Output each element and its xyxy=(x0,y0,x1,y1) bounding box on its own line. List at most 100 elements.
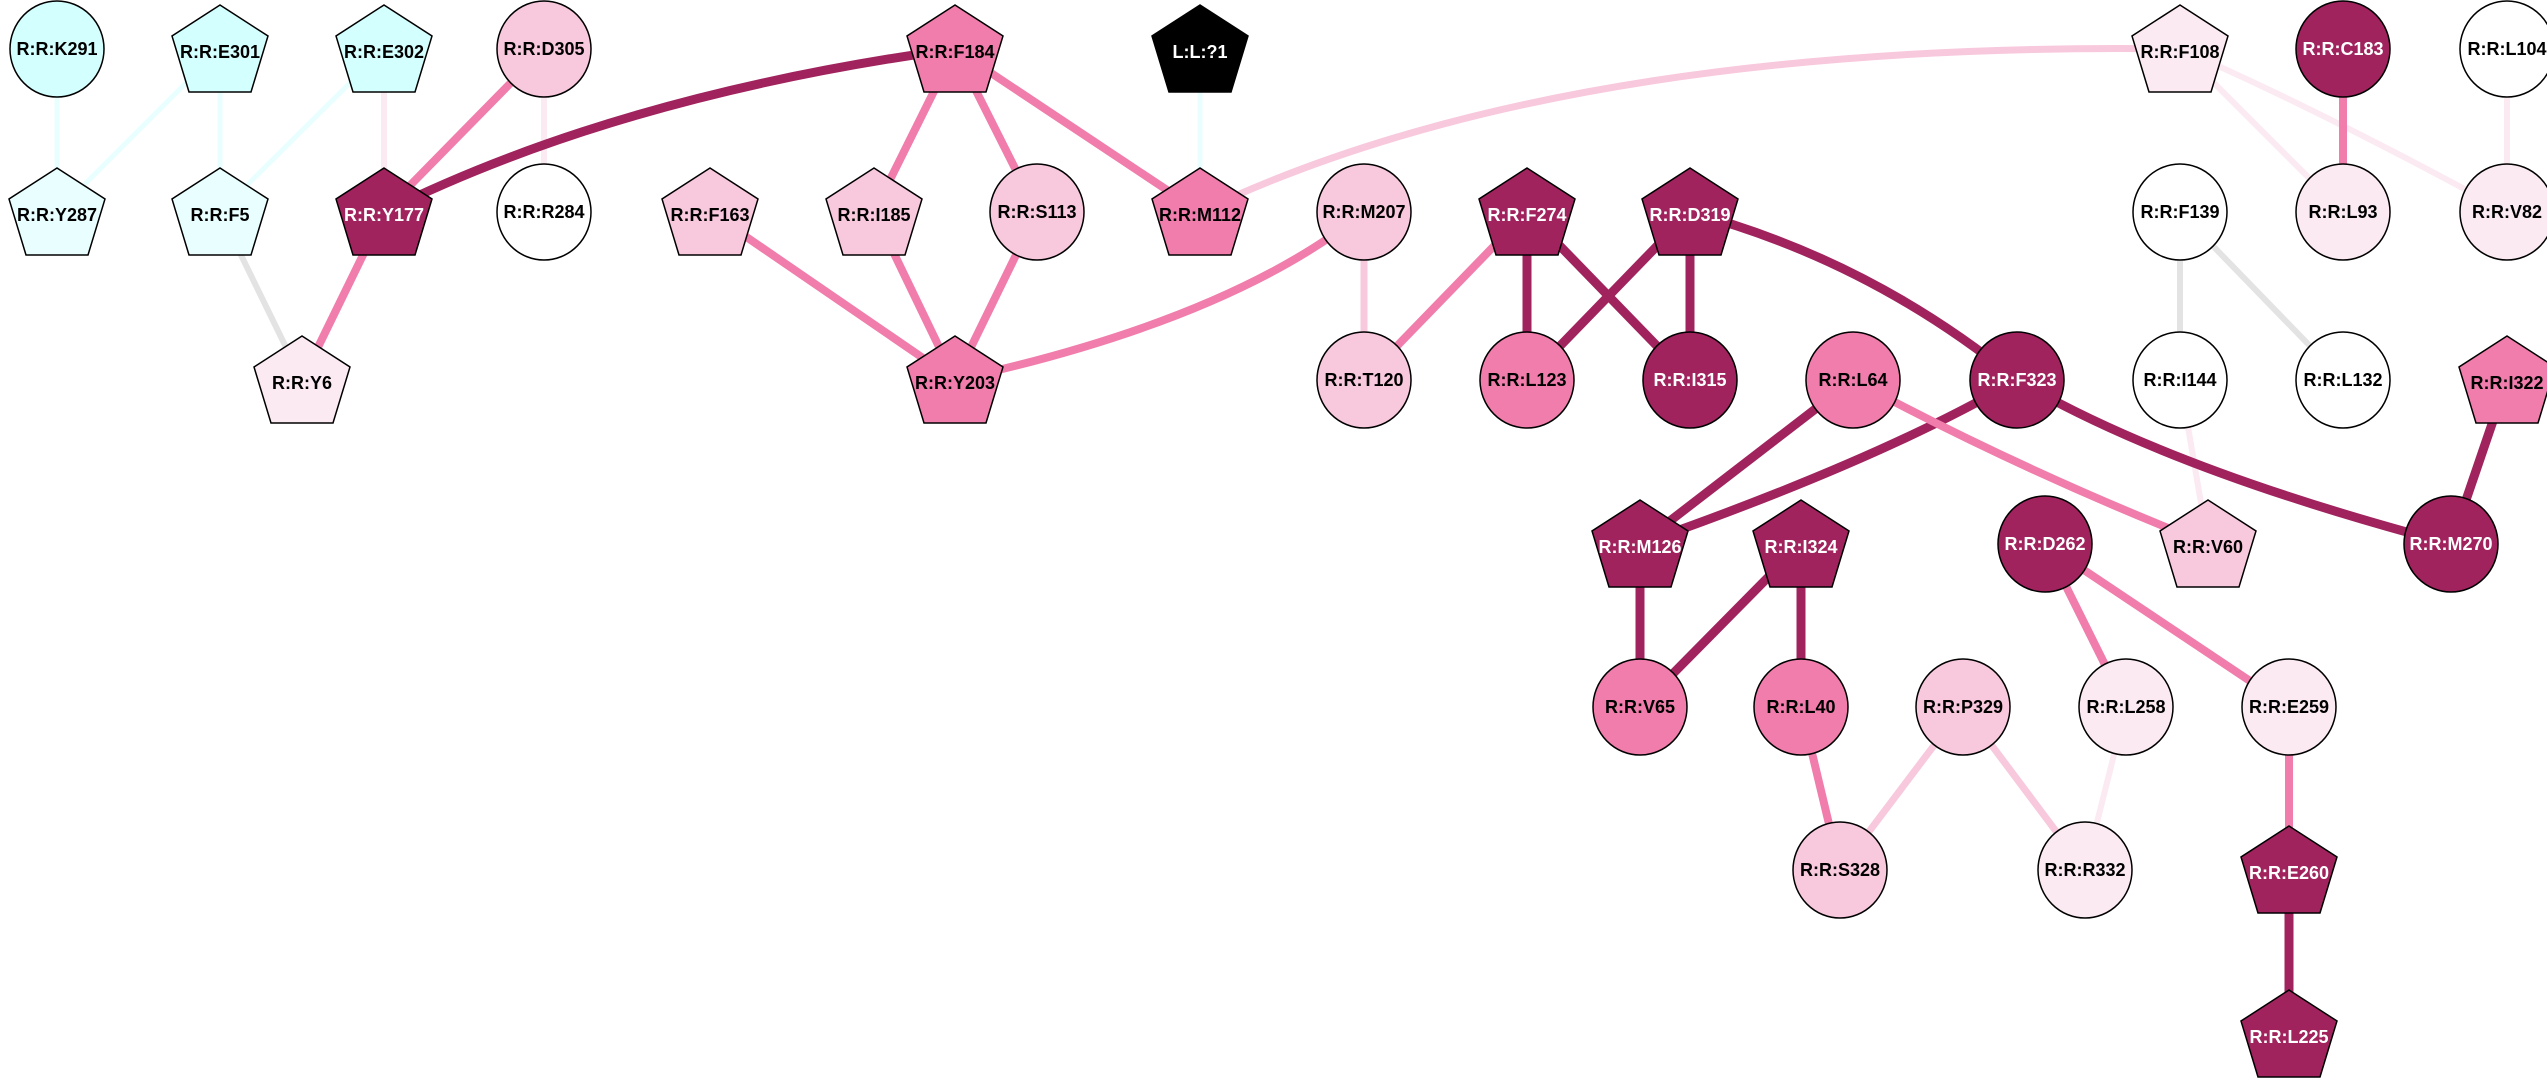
edge-d319-f323 xyxy=(1688,207,2020,384)
node-e301[interactable]: R:R:E301 xyxy=(171,4,269,93)
ellipse-node-shape xyxy=(1969,331,2065,429)
node-k291[interactable]: R:R:K291 xyxy=(9,0,105,98)
node-i315[interactable]: R:R:I315 xyxy=(1642,331,1738,429)
ellipse-node-shape xyxy=(496,0,592,98)
pentagon-node-shape xyxy=(2458,335,2547,424)
edge-f108-m112 xyxy=(1198,45,2181,216)
node-f139[interactable]: R:R:F139 xyxy=(2132,163,2228,261)
pentagon-node-shape xyxy=(2240,825,2338,914)
node-d262[interactable]: R:R:D262 xyxy=(1997,495,2093,593)
pentagon-node-shape xyxy=(171,4,269,93)
node-s113[interactable]: R:R:S113 xyxy=(989,163,1085,261)
pentagon-node-shape xyxy=(1151,4,1249,93)
node-f163[interactable]: R:R:F163 xyxy=(661,167,759,256)
node-s328[interactable]: R:R:S328 xyxy=(1792,821,1888,919)
ellipse-node-shape xyxy=(9,0,105,98)
node-l93[interactable]: R:R:L93 xyxy=(2295,163,2391,261)
pentagon-node-shape xyxy=(661,167,759,256)
node-f184[interactable]: R:R:F184 xyxy=(906,4,1004,93)
node-f274[interactable]: R:R:F274 xyxy=(1478,167,1576,256)
node-f323[interactable]: R:R:F323 xyxy=(1969,331,2065,429)
node-l64[interactable]: R:R:L64 xyxy=(1805,331,1901,429)
node-d319[interactable]: R:R:D319 xyxy=(1641,167,1739,256)
pentagon-node-shape xyxy=(825,167,923,256)
node-e302[interactable]: R:R:E302 xyxy=(335,4,433,93)
pentagon-node-shape xyxy=(906,4,1004,93)
pentagon-node-shape xyxy=(335,4,433,93)
node-y6[interactable]: R:R:Y6 xyxy=(253,335,351,424)
ellipse-node-shape xyxy=(2295,163,2391,261)
node-l225[interactable]: R:R:L225 xyxy=(2240,989,2338,1078)
node-v65[interactable]: R:R:V65 xyxy=(1592,658,1688,756)
nodes-layer: R:R:K291 R:R:E301 R:R:E302 R:R:D305 R:R:F184… xyxy=(8,0,2547,1078)
ellipse-node-shape xyxy=(989,163,1085,261)
pentagon-node-shape xyxy=(1641,167,1739,256)
pentagon-node-shape xyxy=(8,167,106,256)
pentagon-node-shape xyxy=(2131,4,2229,93)
node-l1[interactable]: L:L:?1 xyxy=(1151,4,1249,93)
node-r332[interactable]: R:R:R332 xyxy=(2037,821,2133,919)
node-m112[interactable]: R:R:M112 xyxy=(1151,167,1249,256)
node-i185[interactable]: R:R:I185 xyxy=(825,167,923,256)
node-i322[interactable]: R:R:I322 xyxy=(2458,335,2547,424)
edge-l64-v60 xyxy=(1851,376,2210,548)
ellipse-node-shape xyxy=(2403,495,2499,593)
pentagon-node-shape xyxy=(906,335,1004,424)
pentagon-node-shape xyxy=(253,335,351,424)
node-e259[interactable]: R:R:E259 xyxy=(2241,658,2337,756)
node-e260[interactable]: R:R:E260 xyxy=(2240,825,2338,914)
edge-m207-y203 xyxy=(954,208,1367,384)
node-f108[interactable]: R:R:F108 xyxy=(2131,4,2229,93)
edge-f184-m112 xyxy=(952,45,1203,216)
node-t120[interactable]: R:R:T120 xyxy=(1316,331,1412,429)
ellipse-node-shape xyxy=(1915,658,2011,756)
node-d305[interactable]: R:R:D305 xyxy=(496,0,592,98)
node-p329[interactable]: R:R:P329 xyxy=(1915,658,2011,756)
pentagon-node-shape xyxy=(171,167,269,256)
ellipse-node-shape xyxy=(2078,658,2174,756)
edge-f163-y203 xyxy=(707,208,958,384)
pentagon-node-shape xyxy=(335,167,433,256)
ellipse-node-shape xyxy=(2295,331,2391,429)
node-l40[interactable]: R:R:L40 xyxy=(1753,658,1849,756)
ellipse-node-shape xyxy=(2132,163,2228,261)
pentagon-node-shape xyxy=(1591,499,1689,588)
edge-f184-y177 xyxy=(382,44,956,217)
node-l104[interactable]: R:R:L104 xyxy=(2459,0,2547,98)
node-l132[interactable]: R:R:L132 xyxy=(2295,331,2391,429)
node-v82[interactable]: R:R:V82 xyxy=(2459,163,2547,261)
node-r284[interactable]: R:R:R284 xyxy=(496,163,592,261)
ellipse-node-shape xyxy=(1642,331,1738,429)
ellipse-node-shape xyxy=(2037,821,2133,919)
ellipse-node-shape xyxy=(1592,658,1688,756)
ellipse-node-shape xyxy=(2132,331,2228,429)
ellipse-node-shape xyxy=(2459,0,2547,98)
ellipse-node-shape xyxy=(1792,821,1888,919)
node-l258[interactable]: R:R:L258 xyxy=(2078,658,2174,756)
ellipse-node-shape xyxy=(1316,331,1412,429)
ellipse-node-shape xyxy=(2459,163,2547,261)
edge-d262-e259 xyxy=(2042,540,2292,711)
node-i144[interactable]: R:R:I144 xyxy=(2132,331,2228,429)
pentagon-node-shape xyxy=(1478,167,1576,256)
ellipse-node-shape xyxy=(2295,0,2391,98)
pentagon-node-shape xyxy=(2240,989,2338,1078)
ellipse-node-shape xyxy=(1997,495,2093,593)
node-m270[interactable]: R:R:M270 xyxy=(2403,495,2499,593)
ellipse-node-shape xyxy=(1316,163,1412,261)
ellipse-node-shape xyxy=(496,163,592,261)
node-l123[interactable]: R:R:L123 xyxy=(1479,331,1575,429)
ellipse-node-shape xyxy=(1805,331,1901,429)
node-c183[interactable]: R:R:C183 xyxy=(2295,0,2391,98)
node-i324[interactable]: R:R:I324 xyxy=(1752,499,1850,588)
ellipse-node-shape xyxy=(2241,658,2337,756)
ellipse-node-shape xyxy=(1753,658,1849,756)
node-y203[interactable]: R:R:Y203 xyxy=(906,335,1004,424)
pentagon-node-shape xyxy=(1752,499,1850,588)
pentagon-node-shape xyxy=(1151,167,1249,256)
node-m207[interactable]: R:R:M207 xyxy=(1316,163,1412,261)
pentagon-node-shape xyxy=(2159,499,2257,588)
ellipse-node-shape xyxy=(1479,331,1575,429)
node-v60[interactable]: R:R:V60 xyxy=(2159,499,2257,588)
